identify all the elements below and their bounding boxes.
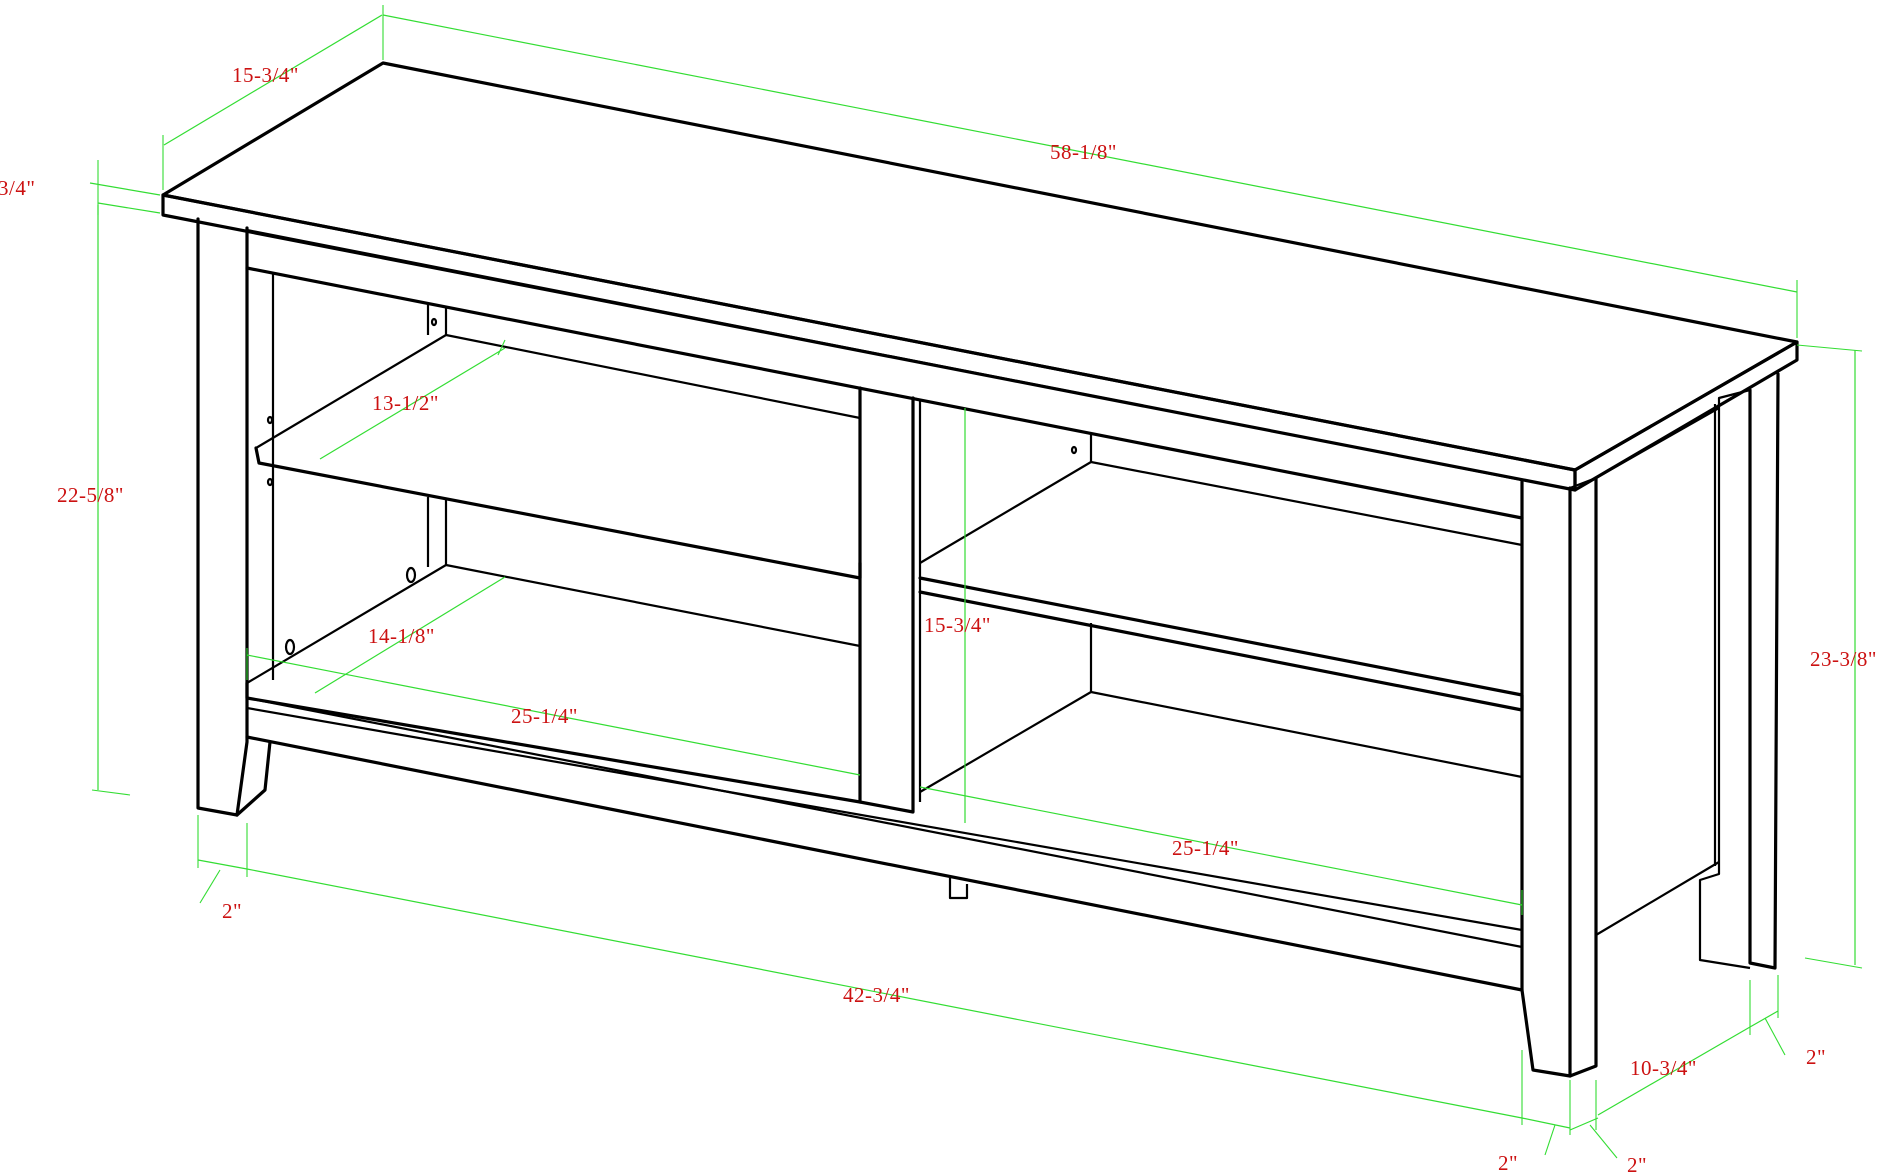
- front-left-leg-foot: [235, 740, 272, 817]
- front-right-leg-inner-edge: [1569, 476, 1597, 490]
- upper-left-shelf-top: [255, 333, 861, 449]
- dim-line-top-thickness: [89, 182, 161, 196]
- center-support-foot: [948, 878, 969, 900]
- label-shelf-depth-lower: 14-1/8": [368, 624, 435, 648]
- dim-line-top-depth: [163, 14, 383, 146]
- right-side-panel-outline: [1595, 407, 1720, 479]
- bottom-apron-front: [245, 735, 1524, 992]
- label-opening-width-right: 25-1/4": [1172, 836, 1239, 860]
- ext-line: [1804, 957, 1863, 969]
- label-left-height: 22-5/8": [57, 483, 124, 507]
- right-side-panel-bottom: [1595, 861, 1720, 936]
- tv-stand-outline: [161, 61, 1799, 1078]
- label-leg-back-right: 2": [1806, 1045, 1826, 1069]
- upper-left-shelf-front: [254, 446, 862, 580]
- dim-line-top-thickness-2: [97, 202, 161, 214]
- front-right-leg-side: [1568, 476, 1598, 1078]
- upper-right-shelf: [918, 433, 1524, 712]
- dim-line-shelf-depth-upper: [319, 347, 506, 460]
- right-side-panel: [1595, 404, 1720, 936]
- label-opening-height: 15-3/4": [924, 613, 991, 637]
- lower-right-shelf-back: [919, 690, 1523, 793]
- dim-line-leg-front-right-b: [1569, 1117, 1599, 1131]
- pin-hole: [405, 566, 417, 584]
- tabletop: [161, 61, 1799, 492]
- front-left-leg-outline: [196, 217, 249, 817]
- front-right-leg: [1520, 476, 1598, 1078]
- upper-right-shelf-back: [919, 460, 1523, 564]
- back-right-leg-outline: [1748, 372, 1780, 970]
- label-leg-front-right-b: 2": [1627, 1153, 1647, 1175]
- dim-line-leg-front-left: [197, 859, 248, 870]
- back-right-leg: [1698, 372, 1780, 970]
- dim-line-opening-width-right: [919, 786, 1523, 906]
- leader-line: [1589, 1124, 1618, 1159]
- leader-line: [1764, 1017, 1786, 1056]
- label-shelf-depth-upper: 13-1/2": [372, 391, 439, 415]
- bottom-apron-mid: [246, 706, 1523, 932]
- label-leg-front-right-a: 2": [1498, 1151, 1518, 1175]
- top-apron-back: [246, 228, 1523, 482]
- lower-left-shelf-front: [245, 681, 862, 804]
- dim-line-leg-front-right-a: [1521, 1117, 1571, 1129]
- upper-right-shelf-front: [918, 576, 1524, 712]
- label-top-thickness: 3/4": [0, 176, 35, 200]
- dimension-lines: [89, 5, 1863, 1159]
- leader-line: [1544, 1124, 1556, 1156]
- bottom-apron-top: [246, 696, 1523, 949]
- lower-left-shelf: [245, 563, 862, 804]
- leader-line: [199, 869, 221, 904]
- dim-line-shelf-depth-lower: [314, 576, 506, 694]
- tabletop-right-edge: [1573, 340, 1799, 492]
- dim-line-opening-width-left: [246, 654, 861, 776]
- top-apron-bottom: [245, 266, 1524, 520]
- back-right-leg-side: [1698, 388, 1751, 970]
- shelf-pin-holes: [266, 317, 1078, 656]
- dim-line-base-width: [246, 868, 1523, 1119]
- label-opening-width-left: 25-1/4": [511, 704, 578, 728]
- center-divider: [858, 386, 922, 814]
- left-side-panel: [271, 273, 448, 680]
- dimension-labels: 15-3/4" 58-1/8" 3/4" 13-1/2" 22-5/8" 14-…: [0, 63, 1877, 1175]
- center-divider-outline: [858, 386, 915, 814]
- label-top-width: 58-1/8": [1050, 140, 1117, 164]
- pin-hole: [266, 415, 274, 425]
- tabletop-front-edge: [161, 193, 1577, 492]
- dim-line-top-width: [382, 14, 1798, 293]
- lower-left-shelf-back: [246, 563, 861, 684]
- pin-hole: [284, 638, 296, 656]
- label-top-depth: 15-3/4": [232, 63, 299, 87]
- front-left-leg: [196, 217, 272, 817]
- front-right-leg-outline: [1520, 478, 1572, 1078]
- label-leg-front-left: 2": [222, 899, 242, 923]
- ext-line: [91, 789, 131, 796]
- pin-hole: [1070, 445, 1078, 455]
- dim-line-base-depth: [1597, 1026, 1751, 1116]
- bottom-apron: [245, 696, 1524, 992]
- center-divider-inner: [912, 396, 921, 402]
- ext-line: [1796, 344, 1863, 352]
- pin-hole: [430, 317, 438, 327]
- ext-line: [497, 339, 506, 356]
- pin-hole: [266, 477, 274, 487]
- label-base-depth: 10-3/4": [1630, 1056, 1697, 1080]
- dim-line-leg-back-right: [1749, 1010, 1779, 1028]
- label-overall-height: 23-3/8": [1810, 647, 1877, 671]
- label-base-width: 42-3/4": [843, 983, 910, 1007]
- lower-right-shelf: [919, 623, 1523, 793]
- top-apron: [245, 228, 1524, 520]
